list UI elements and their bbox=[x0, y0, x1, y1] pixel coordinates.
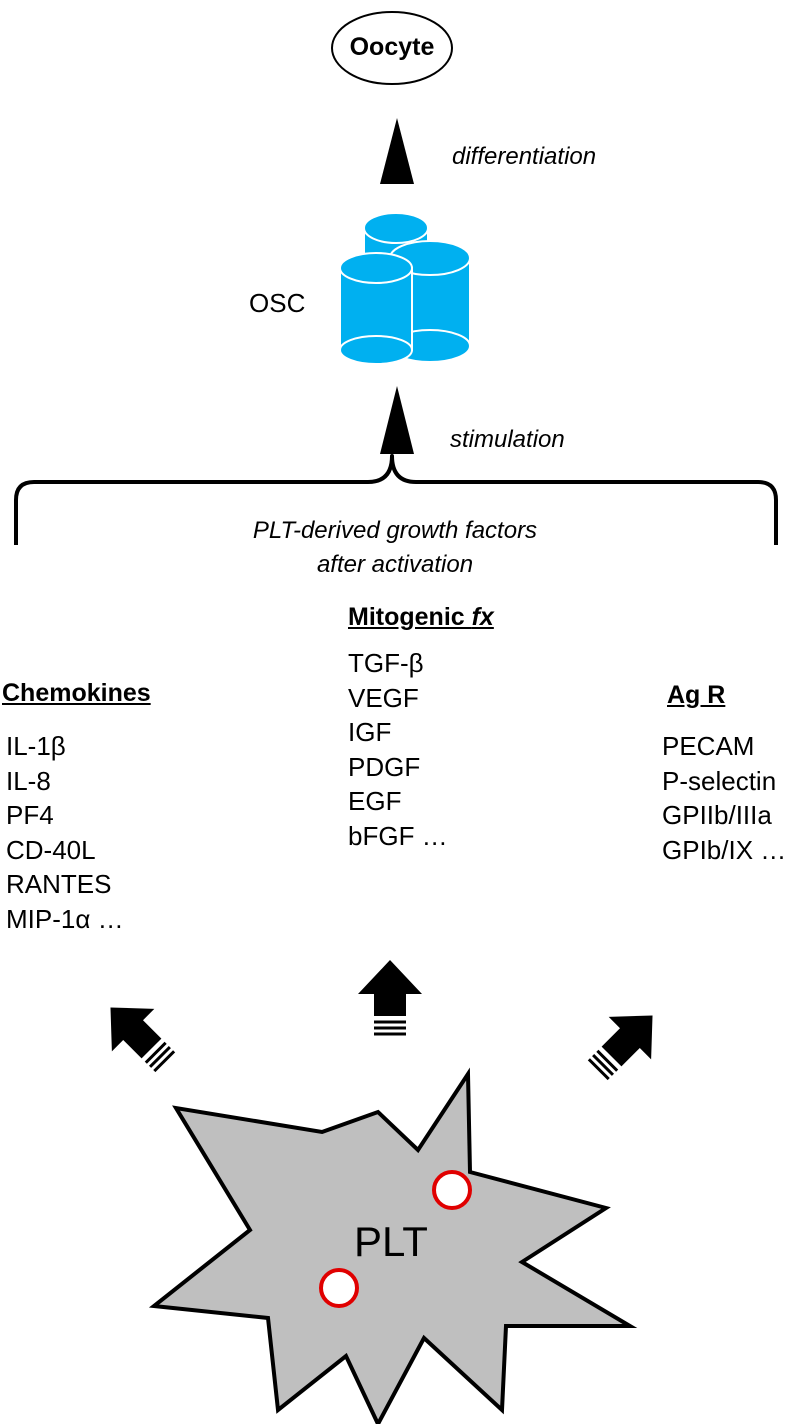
list-item: bFGF … bbox=[348, 820, 448, 851]
growth-factors-line1: PLT-derived growth factors bbox=[252, 517, 538, 544]
list-item: VEGF bbox=[348, 682, 419, 713]
oocyte-label: Oocyte bbox=[349, 33, 435, 61]
osc-label: OSC bbox=[249, 288, 306, 318]
list-item: GPIIb/IIIa bbox=[662, 800, 772, 831]
ag-r-heading: Ag R bbox=[667, 681, 726, 709]
list-item: PECAM bbox=[662, 731, 755, 761]
list-item: MIP-1α … bbox=[6, 903, 124, 934]
chemokines-list: IL-1β IL-8 PF4 CD-40L RANTES MIP-1α … bbox=[6, 729, 124, 937]
platelet-shape bbox=[148, 1067, 638, 1424]
list-item: IL-1β bbox=[6, 731, 66, 761]
list-item: IGF bbox=[348, 717, 392, 748]
release-arrow-center bbox=[358, 960, 422, 1036]
list-item: TGF-β bbox=[348, 648, 424, 678]
mitogenic-heading-suffix: fx bbox=[471, 603, 494, 631]
list-item: RANTES bbox=[6, 869, 112, 900]
oocyte-node bbox=[331, 11, 453, 85]
list-item: P-selectin bbox=[662, 765, 777, 796]
release-arrow-left bbox=[110, 1007, 176, 1073]
list-item: CD-40L bbox=[6, 834, 96, 865]
growth-factors-caption: PLT-derived growth factors after activat… bbox=[190, 514, 600, 582]
chemokines-heading: Chemokines bbox=[2, 679, 151, 707]
platelet-granule-icon bbox=[432, 1170, 472, 1210]
osc-cylinder-left bbox=[339, 252, 413, 365]
differentiation-arrow bbox=[380, 118, 414, 184]
differentiation-label: differentiation bbox=[452, 143, 597, 170]
list-item: PF4 bbox=[6, 800, 54, 831]
mitogenic-heading: Mitogenic fx bbox=[348, 603, 494, 632]
platelet-granule-icon bbox=[319, 1268, 359, 1308]
stimulation-label: stimulation bbox=[450, 426, 565, 453]
list-item: IL-8 bbox=[6, 765, 51, 796]
release-arrow-right bbox=[587, 1015, 653, 1081]
list-item: PDGF bbox=[348, 751, 421, 782]
osc-cells bbox=[339, 212, 471, 365]
growth-factor-brace bbox=[14, 454, 778, 545]
list-item: EGF bbox=[348, 786, 402, 817]
plt-label: PLT bbox=[354, 1218, 428, 1265]
mitogenic-list: TGF-β VEGF IGF PDGF EGF bFGF … bbox=[348, 646, 448, 854]
growth-factors-line2: after activation bbox=[316, 551, 474, 578]
list-item: GPIb/IX … bbox=[662, 834, 787, 865]
ag-r-list: PECAM P-selectin GPIIb/IIIa GPIb/IX … bbox=[662, 729, 786, 867]
stimulation-arrow bbox=[380, 386, 414, 454]
mitogenic-heading-text: Mitogenic bbox=[348, 603, 472, 631]
